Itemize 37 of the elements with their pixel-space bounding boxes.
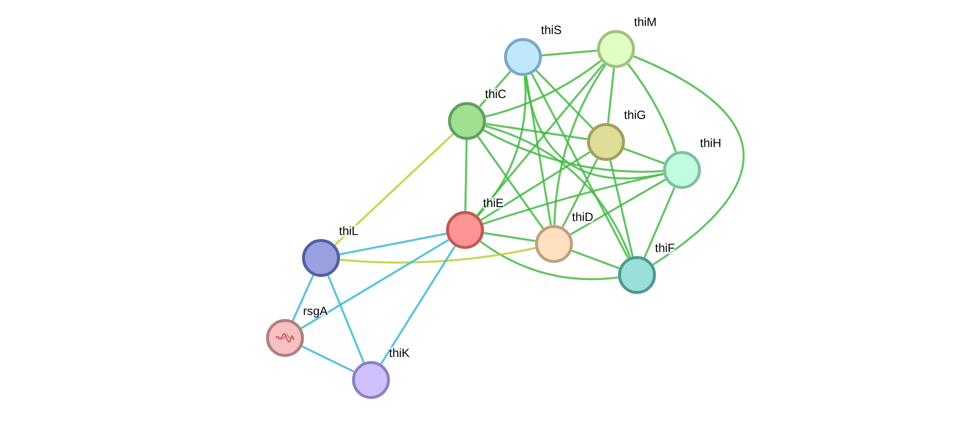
interaction-line — [482, 173, 664, 225]
interaction-line — [633, 55, 744, 266]
node-label: thiM — [634, 16, 657, 28]
node-label: thiF — [655, 242, 676, 254]
interaction-line — [340, 247, 536, 264]
interaction-line — [553, 64, 606, 226]
interaction-line — [339, 232, 447, 256]
interaction-line — [644, 187, 676, 258]
node-label: thiH — [700, 137, 722, 149]
interaction-line — [476, 62, 605, 216]
interaction-line — [480, 240, 618, 280]
node-label: rsgA — [303, 305, 328, 317]
node-label: thiS — [541, 24, 562, 36]
interaction-line — [484, 232, 536, 242]
interaction-line — [485, 125, 632, 258]
interaction-line — [571, 250, 620, 270]
node-label: thiC — [485, 88, 506, 100]
interaction-line — [464, 140, 468, 212]
interaction-line — [623, 148, 665, 164]
interaction-line — [478, 70, 512, 108]
interaction-line — [334, 133, 454, 246]
interaction-line — [292, 274, 314, 322]
interaction-line — [525, 76, 552, 226]
node-label: thiE — [483, 197, 504, 209]
node-label: thiK — [389, 347, 410, 359]
interaction-line — [485, 60, 602, 118]
node-label: thiL — [339, 225, 358, 237]
node-label: thiD — [572, 211, 594, 223]
interaction-line — [609, 160, 634, 257]
interaction-line — [542, 50, 598, 56]
interaction-line — [486, 122, 588, 140]
node-label: thiG — [624, 109, 646, 121]
interaction-line — [477, 76, 526, 217]
interaction-line — [607, 68, 615, 124]
interaction-line — [536, 70, 594, 130]
interaction-line — [327, 275, 365, 363]
interaction-line — [627, 63, 677, 152]
